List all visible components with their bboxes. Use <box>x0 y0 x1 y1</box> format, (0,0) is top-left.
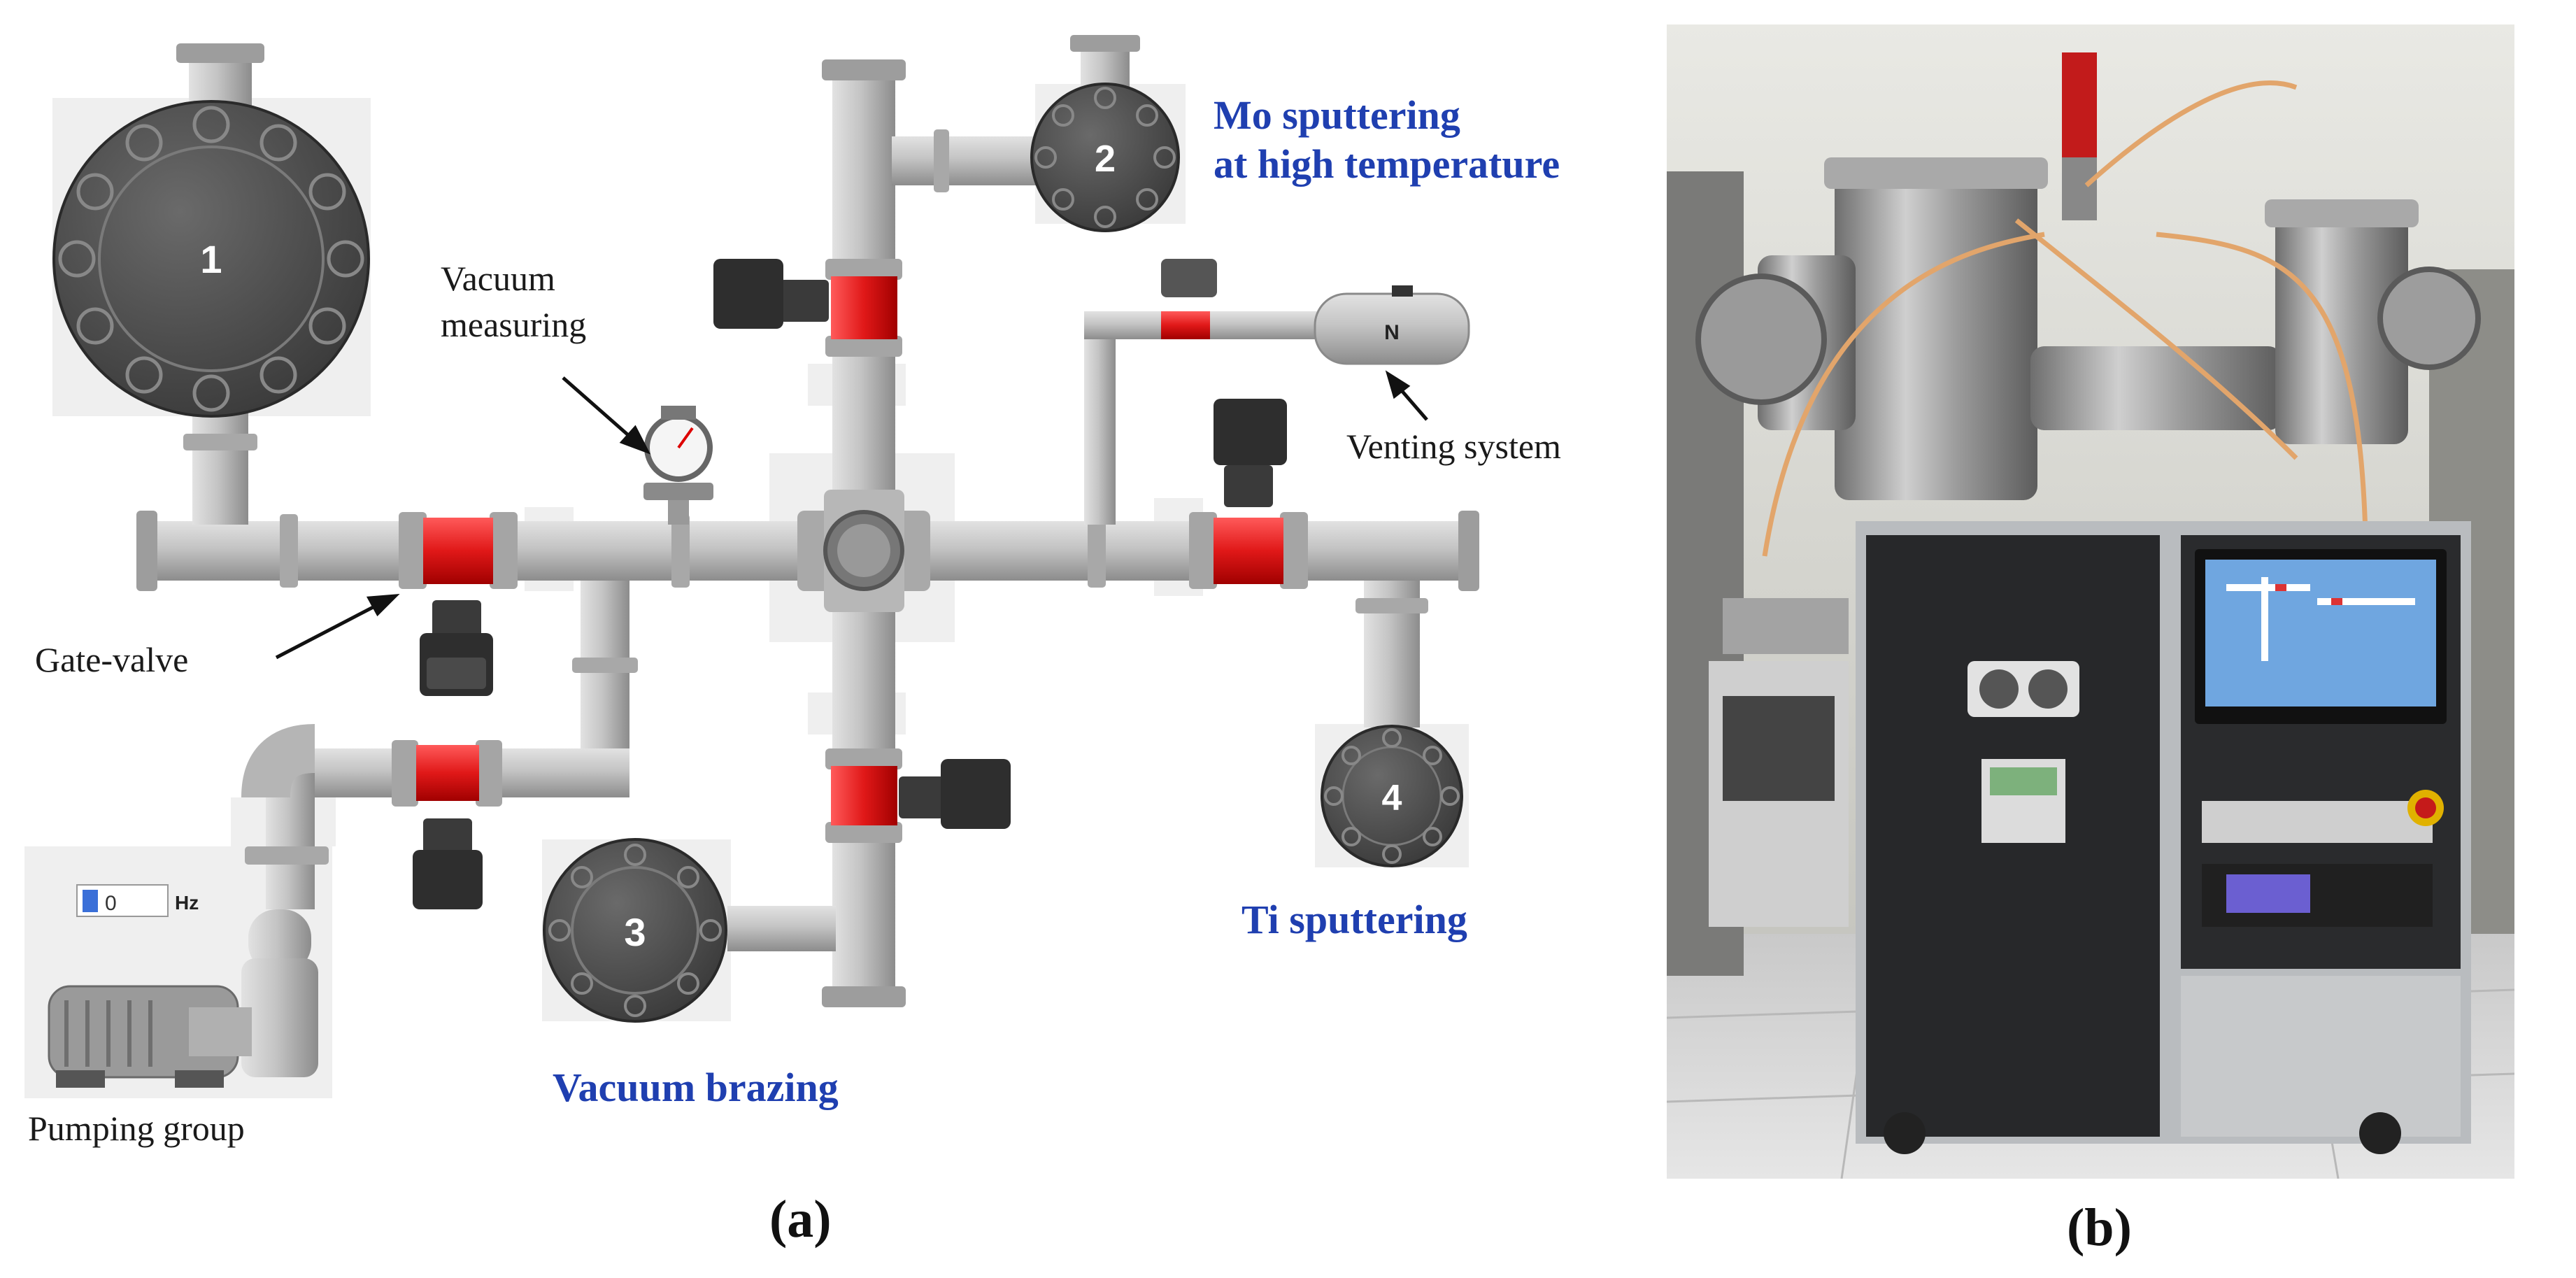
chamber-2-number: 2 <box>1095 138 1116 180</box>
annotation-arrows <box>275 370 1428 660</box>
vacuum-brazing-label: Vacuum brazing <box>553 1065 839 1110</box>
mo-sputtering-label: Mo sputtering at high temperature <box>1214 91 1560 188</box>
chamber-3-number: 3 <box>624 910 646 954</box>
vacuum-measuring-label: Vacuum measuring <box>441 259 586 345</box>
venting-valve <box>1161 259 1217 339</box>
panel-a-caption: (a) <box>769 1190 832 1249</box>
mo-sputtering-line-2: at high temperature <box>1214 141 1560 187</box>
vacuum-system-schematic: N 1 2 3 <box>24 35 1479 1098</box>
gate-valve-top <box>713 259 902 357</box>
chamber-2: 2 <box>1030 83 1180 232</box>
chamber-1: 1 <box>52 100 370 418</box>
panel-b-caption: (b) <box>2067 1198 2132 1257</box>
vacuum-measuring-line-1: Vacuum <box>441 259 555 298</box>
chamber-4-number: 4 <box>1382 778 1402 818</box>
vacuum-gauge <box>643 406 713 525</box>
gate-valve-main-right <box>1189 399 1308 589</box>
venting-tank: N <box>1314 285 1470 365</box>
central-cross-fitting <box>797 490 930 612</box>
gate-valve-pumping <box>392 740 502 909</box>
system-photo <box>1667 24 2514 1179</box>
mo-sputtering-line-1: Mo sputtering <box>1214 92 1460 138</box>
vacuum-measuring-line-2: measuring <box>441 304 587 344</box>
pumping-group-label: Pumping group <box>28 1109 245 1148</box>
pumping-group: 0 Hz <box>48 884 318 1088</box>
venting-system-label: Venting system <box>1346 427 1561 466</box>
gate-valve-bottom <box>825 748 1011 843</box>
gate-valve-main-left <box>399 512 518 696</box>
vent-tank-label: N <box>1384 321 1400 344</box>
chamber-4: 4 <box>1321 725 1463 867</box>
chamber-1-number: 1 <box>200 237 222 281</box>
pump-frequency-value: 0 <box>105 892 117 915</box>
ti-sputtering-label: Ti sputtering <box>1241 897 1467 942</box>
chamber-3: 3 <box>543 838 727 1023</box>
pump-frequency-unit: Hz <box>175 892 199 914</box>
gate-valve-label: Gate-valve <box>35 640 189 679</box>
